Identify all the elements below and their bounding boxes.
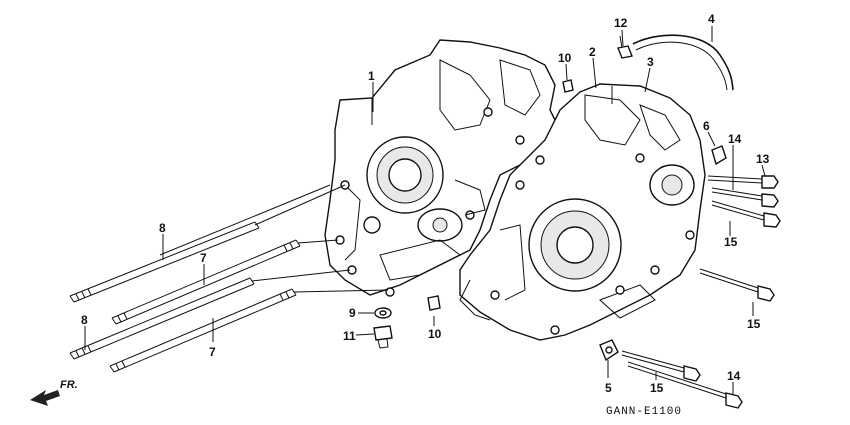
- callout-14-lower: 14: [727, 369, 741, 383]
- callout-9: 9: [349, 306, 356, 320]
- left-crankcase: [324, 39, 561, 297]
- callout-4: 4: [708, 12, 715, 26]
- cable-clamp: [711, 145, 727, 166]
- right-crankcase: [459, 83, 706, 341]
- callout-14-upper: 14: [728, 132, 742, 146]
- bolt-15-upper: [711, 200, 781, 228]
- callout-13: 13: [756, 152, 770, 166]
- dowel-pin-upper: [562, 79, 574, 93]
- callout-10-upper: 10: [558, 51, 572, 65]
- stud-bolt-8-lower: [69, 277, 255, 360]
- tube-clip: [617, 35, 633, 59]
- callout-15-middle: 15: [747, 317, 761, 331]
- stud-bolt-7-lower: [109, 288, 297, 373]
- callout-1: 1: [368, 69, 375, 83]
- callout-11: 11: [343, 329, 356, 343]
- bolt-14-lower: [627, 361, 743, 409]
- callout-10-lower: 10: [428, 327, 442, 341]
- callout-15-lower: 15: [650, 381, 664, 395]
- front-arrow-icon: [30, 390, 60, 406]
- callout-3: 3: [647, 55, 654, 69]
- leader-lines: [84, 26, 766, 394]
- callout-7-upper: 7: [200, 251, 207, 265]
- callout-8-lower: 8: [81, 313, 88, 327]
- drain-bolt: [373, 325, 393, 349]
- bolt-14-upper: [711, 187, 779, 208]
- callout-8-upper: 8: [159, 221, 166, 235]
- front-label: FR.: [60, 379, 78, 391]
- callout-2: 2: [589, 45, 596, 59]
- diagram-code: GANN-E1100: [606, 406, 682, 418]
- bolt-13: [707, 175, 779, 189]
- callout-6: 6: [703, 119, 710, 133]
- dowel-pin-lower: [427, 295, 441, 311]
- callout-15-upper: 15: [724, 235, 738, 249]
- callout-7-lower: 7: [209, 345, 216, 359]
- lower-clamp: [599, 339, 619, 362]
- sealing-washer: [374, 307, 392, 319]
- callout-5: 5: [605, 381, 612, 395]
- bolt-15-lower: [621, 350, 701, 382]
- callout-12: 12: [614, 16, 628, 30]
- breather-tube: [632, 34, 734, 91]
- bolt-15-middle: [699, 268, 775, 302]
